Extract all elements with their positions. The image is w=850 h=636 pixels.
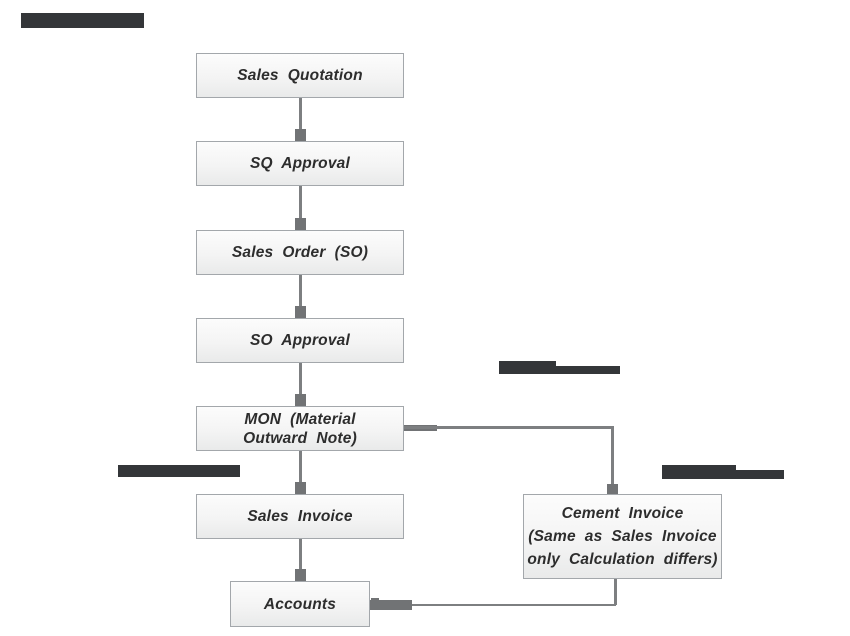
connector-mon-to-cement-vertical	[611, 426, 614, 484]
connector-cement-to-accounts-vertical	[614, 579, 617, 605]
connector-mon-to-sales-invoice	[299, 451, 302, 482]
redaction-bar-right-upper	[662, 465, 736, 472]
arrowhead-square-icon	[294, 482, 306, 494]
arrowhead-notch	[371, 598, 379, 601]
redaction-bar-branch-upper	[499, 361, 556, 368]
node-label: SO Approval	[249, 332, 350, 349]
connector-mon-to-cement-horizontal	[404, 426, 613, 429]
arrowhead-square-icon	[294, 129, 306, 141]
node-sales-order: Sales Order (SO)	[196, 230, 404, 275]
connector-so-approval-to-mon	[299, 363, 302, 394]
node-label: Sales Quotation	[237, 67, 363, 84]
node-mon: MON (Material Outward Note)	[196, 406, 404, 451]
node-sq-approval: SQ Approval	[196, 141, 404, 186]
node-label: MON (Material Outward Note)	[243, 410, 357, 447]
node-label: Accounts	[263, 595, 337, 613]
node-label: SQ Approval	[249, 155, 350, 172]
redaction-bar-branch-lower	[499, 366, 620, 374]
connector-cement-to-accounts-horizontal	[411, 603, 616, 606]
connector-sq-approval-to-sales-order	[299, 186, 302, 218]
arrowhead-bar-icon	[369, 600, 412, 610]
node-label: Cement Invoice (Same as Sales Invoice on…	[527, 505, 718, 568]
redaction-bar-right-lower	[662, 470, 784, 479]
arrowhead-square-icon	[294, 394, 306, 406]
arrowhead-square-icon	[294, 569, 306, 581]
arrowhead-square-icon	[294, 306, 306, 318]
redaction-bar-left	[118, 465, 240, 477]
node-label: Sales Invoice	[247, 508, 353, 525]
node-sales-quotation: Sales Quotation	[196, 53, 404, 98]
arrowhead-square-icon	[607, 484, 618, 494]
node-cement-invoice: Cement Invoice (Same as Sales Invoice on…	[523, 494, 722, 579]
connector-sales-order-to-so-approval	[299, 275, 302, 306]
node-sales-invoice: Sales Invoice	[196, 494, 404, 539]
redaction-bar-top-left	[21, 13, 144, 28]
node-label: Sales Order (SO)	[231, 244, 369, 261]
connector-sales-invoice-to-accounts	[299, 539, 302, 569]
node-accounts: Accounts	[230, 581, 370, 627]
node-so-approval: SO Approval	[196, 318, 404, 363]
arrowhead-square-icon	[294, 218, 306, 230]
connector-sales-quotation-to-sq-approval	[299, 98, 302, 129]
